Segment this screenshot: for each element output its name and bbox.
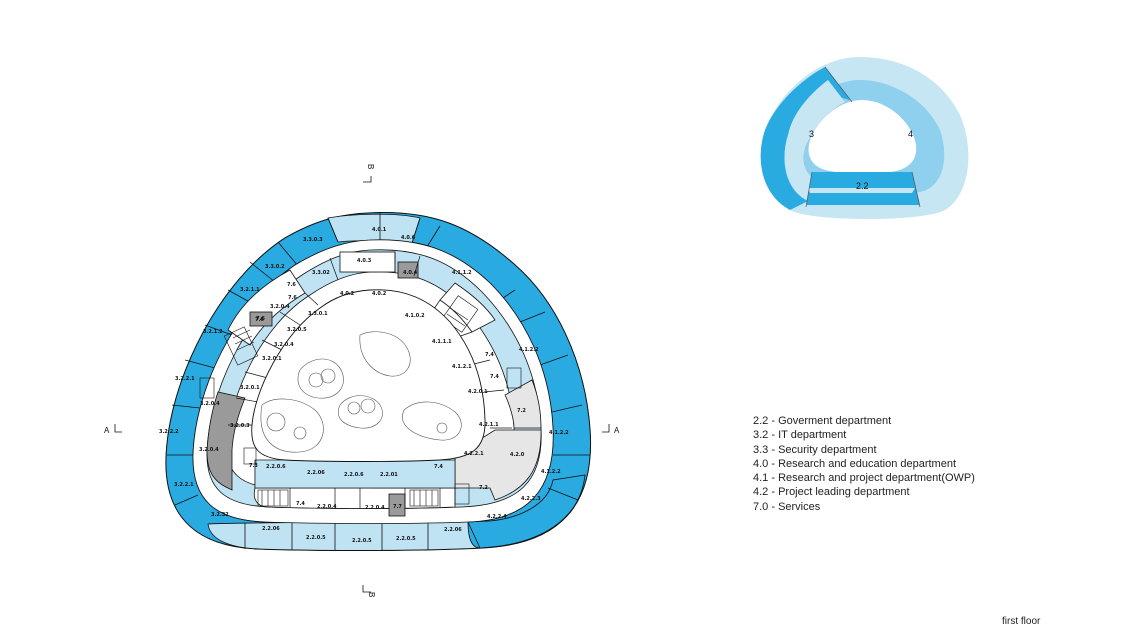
room-label: 7.4: [434, 464, 443, 470]
middle-ring-northwest-services: [227, 269, 306, 346]
room-label: 7.2: [479, 485, 488, 491]
room-label: 4.0.4: [403, 270, 418, 276]
room-label: 2.2.0.5: [306, 535, 326, 541]
room-label: 7.6: [256, 316, 265, 322]
room-label: 7.6: [255, 317, 264, 323]
room-label: 4.0.1: [372, 227, 387, 233]
legend-item: 7.0 - Services: [753, 500, 821, 513]
floor-label: first floor: [1002, 616, 1041, 627]
room-label: 2.2.0.4: [365, 505, 385, 511]
room-label: 4.1.0.2: [405, 313, 425, 319]
mini-label-4: 4: [908, 129, 913, 139]
room-label: 3.2.32: [211, 512, 229, 518]
middle-ring-south-services: [253, 487, 456, 509]
room-label: 4.0.2: [340, 291, 355, 297]
room-label: 3.2.1.1: [240, 287, 260, 293]
section-label-b-bottom: B: [367, 592, 376, 597]
legend-item: 3.2 - IT department: [753, 429, 847, 442]
room-label: 3.2.0.4: [200, 401, 220, 407]
room-label: 2.2.0.6: [344, 472, 364, 478]
room-label: 3.3.0.2: [265, 264, 285, 270]
room-label: 7.4: [490, 374, 499, 380]
room-label: 4.2.0.1: [468, 389, 488, 395]
room-label: 4.2.0: [510, 452, 525, 458]
mini-south-light-band: [808, 188, 915, 193]
room-label: 2.2.06: [444, 527, 462, 533]
section-marks: A A B B: [104, 164, 620, 597]
room-label: 4.1.2.2: [549, 430, 569, 436]
outer-ring-dividers: [167, 213, 590, 551]
room-label: 3.2.2.2: [159, 429, 179, 435]
room-labels: 3.3.0.3 4.0.1 4.0.6 3.3.0.2 4.1.1.2 3.2.…: [159, 227, 569, 544]
room-label: 7.6: [288, 295, 297, 301]
room-label: 7.4: [296, 501, 305, 507]
room-label: 7.4: [485, 352, 494, 358]
room-label: 4.1.2.2: [541, 469, 561, 475]
key-mini-map: 3 4 2.2: [760, 57, 969, 219]
middle-ring-dark-room-404: [397, 261, 419, 279]
legend-item: 4.2 - Project leading department: [753, 486, 910, 499]
mini-west-dark-arc: [760, 67, 850, 210]
room-label: 2.2.01: [380, 472, 398, 478]
room-label: 2.2.0.4: [317, 504, 337, 510]
mini-label-3: 3: [809, 129, 814, 139]
room-label: 3.2.2.1: [174, 482, 194, 488]
room-label: 3.2.0.4: [199, 447, 219, 453]
room-label: 7.3: [249, 463, 258, 469]
room-label: 3.2.0.5: [287, 327, 307, 333]
mini-label-22: 2.2: [856, 181, 869, 191]
room-label: 2.2.06: [307, 470, 325, 476]
room-label: 4.0.3: [357, 258, 372, 264]
room-label: 4.2.2.4: [487, 514, 507, 520]
department-legend: 2.2 - Goverment department 3.2 - IT depa…: [753, 414, 975, 514]
legend-item: 4.0 - Research and education department: [753, 457, 957, 470]
room-label: 7.6: [287, 282, 296, 288]
main-floor-plan: 3.3.0.3 4.0.1 4.0.6 3.3.0.2 4.1.1.2 3.2.…: [104, 164, 620, 597]
room-label: 4.2.2.3: [521, 496, 541, 502]
room-label: 4.0.2: [372, 291, 387, 297]
atrium-features: [260, 331, 462, 453]
room-label: 4.2.1.1: [479, 422, 499, 428]
room-label: 7.2: [517, 408, 526, 414]
room-label: 3.3.02: [312, 270, 330, 276]
central-atrium: [251, 289, 486, 462]
section-label-b-top: B: [366, 164, 375, 169]
room-label: 3.2.0.4: [274, 342, 294, 348]
room-label: 3.2.0.1: [240, 385, 260, 391]
stair-cores: [199, 295, 522, 507]
inner-room-south-strip: [254, 459, 456, 489]
legend-item: 4.1 - Research and project department(OW…: [753, 472, 975, 485]
outer-band-south-light: [207, 520, 502, 551]
middle-ring-west-service: [206, 391, 246, 491]
legend-item: 2.2 - Goverment department: [753, 415, 892, 427]
middle-ring-east-services: [504, 379, 542, 429]
room-label: 2.2.0.6: [266, 464, 286, 470]
room-label: 4.1.1.1: [432, 339, 452, 345]
room-label: 4.1.2.1: [452, 364, 472, 370]
outer-band-southeast-dark: [467, 474, 586, 549]
room-label: 7.7: [393, 504, 402, 510]
room-label: 3.2.1.2: [203, 329, 223, 335]
room-label: 3.2.2.1: [175, 376, 195, 382]
room-label: 3.3.0.3: [303, 237, 323, 243]
room-label: 2.2.06: [262, 526, 280, 532]
room-label: 4.2.2.1: [464, 451, 484, 457]
mini-west-light-arc: [784, 80, 845, 196]
section-label-a-right: A: [614, 426, 620, 435]
room-label: 2.2.0.5: [352, 538, 372, 544]
room-label: 4.1.1.2: [452, 270, 472, 276]
room-label: 3.2.0.4: [270, 304, 290, 310]
room-label: 2.2.0.5: [396, 536, 416, 542]
room-label: 3.3.0.1: [308, 311, 328, 317]
room-label: 3.2.0.3: [230, 423, 250, 429]
room-label: 3.2.0.1: [262, 356, 282, 362]
section-label-a-left: A: [104, 426, 110, 435]
legend-item: 3.3 - Security department: [753, 443, 877, 456]
middle-ring-dark-room-76: [249, 311, 273, 327]
room-label: 4.0.6: [401, 235, 416, 241]
room-label: 4.1.2.2: [519, 347, 539, 353]
